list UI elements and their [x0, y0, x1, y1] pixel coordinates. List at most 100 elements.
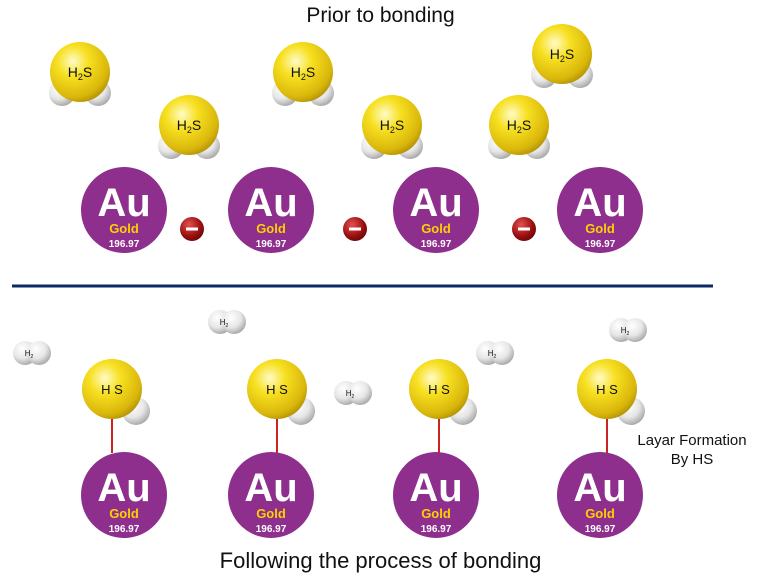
- h2s-molecule: H2S: [488, 95, 550, 159]
- minus-sign: [186, 227, 198, 231]
- h2s-label: H2S: [291, 64, 315, 82]
- sulfur-atom: [247, 359, 307, 419]
- gold-mass: 196.97: [109, 524, 140, 535]
- hs-molecule: H S: [577, 359, 645, 425]
- minus-charge-icon: [180, 217, 204, 241]
- gold-atom-disc: [228, 452, 314, 538]
- h2s-molecule: H2S: [272, 42, 334, 106]
- h2-label: H2: [220, 318, 229, 329]
- layer-formation-note: Layar Formation By HS: [622, 431, 761, 469]
- gold-mass: 196.97: [421, 524, 452, 535]
- h2s-molecule: H2S: [158, 95, 220, 159]
- h2-molecule: H2: [13, 341, 51, 365]
- layer-note-line2: By HS: [670, 451, 714, 468]
- h2s-molecules: H2S H2S H2S H2S H2S H2S: [49, 24, 593, 159]
- h2-label: H2: [488, 349, 497, 360]
- h2-molecule: H2: [609, 318, 647, 342]
- h2s-molecule: H2S: [531, 24, 593, 88]
- hydrogen-atom: [27, 341, 51, 365]
- hs-label: H S: [596, 382, 618, 397]
- minus-sign: [518, 227, 530, 231]
- gold-name: Gold: [109, 221, 139, 236]
- gold-symbol: Au: [573, 466, 626, 510]
- minus-charge-icon: [343, 217, 367, 241]
- hs-molecule: H S: [409, 359, 477, 425]
- minus-sign: [349, 227, 361, 231]
- h2-label: H2: [25, 349, 34, 360]
- gold-symbol: Au: [244, 466, 297, 510]
- h2-molecule: H2: [334, 381, 372, 405]
- gold-name: Gold: [585, 506, 615, 521]
- h2s-label: H2S: [550, 46, 574, 64]
- sulfur-atom: [273, 42, 333, 102]
- gold-name: Gold: [256, 221, 286, 236]
- gold-atom-disc: [393, 167, 479, 253]
- hydrogen-atom: [348, 381, 372, 405]
- gold-name: Gold: [256, 506, 286, 521]
- hs-molecule: H S: [247, 359, 315, 425]
- layer-note-line1: Layar Formation: [637, 432, 747, 449]
- h2-molecule: H2: [476, 341, 514, 365]
- h2-molecule: H2: [208, 310, 246, 334]
- gold-symbol: Au: [409, 181, 462, 225]
- sulfur-atom: [577, 359, 637, 419]
- gold-mass: 196.97: [421, 239, 452, 250]
- negative-charges: [180, 217, 536, 241]
- h2-label: H2: [346, 389, 355, 400]
- gold-symbol: Au: [244, 181, 297, 225]
- sulfur-atom: [50, 42, 110, 102]
- hydrogen-atom: [623, 318, 647, 342]
- gold-atom-disc: [557, 167, 643, 253]
- gold-atom-disc: [393, 452, 479, 538]
- h2s-molecule: H2S: [49, 42, 111, 106]
- sulfur-atom: [532, 24, 592, 84]
- gold-symbol: Au: [409, 466, 462, 510]
- hs-label: H S: [428, 382, 450, 397]
- gold-name: Gold: [109, 506, 139, 521]
- gold-mass: 196.97: [109, 239, 140, 250]
- gold-mass: 196.97: [256, 239, 287, 250]
- hs-label: H S: [101, 382, 123, 397]
- gold-mass: 196.97: [256, 524, 287, 535]
- gold-atom-disc: [557, 452, 643, 538]
- sulfur-atom: [82, 359, 142, 419]
- h2-label: H2: [621, 326, 630, 337]
- gold-mass: 196.97: [585, 239, 616, 250]
- hs-molecule: H S: [82, 359, 150, 425]
- h2s-label: H2S: [177, 117, 201, 135]
- gold-atom-disc: [228, 167, 314, 253]
- hs-label: H S: [266, 382, 288, 397]
- hydrogen-atom: [222, 310, 246, 334]
- hydrogen-atom: [490, 341, 514, 365]
- sulfur-atom: [362, 95, 422, 155]
- h2s-label: H2S: [380, 117, 404, 135]
- gold-name: Gold: [585, 221, 615, 236]
- h2s-label: H2S: [507, 117, 531, 135]
- gold-atom-disc: [81, 452, 167, 538]
- au-s-bonds: [111, 419, 608, 453]
- sulfur-atom: [489, 95, 549, 155]
- h2s-label: H2S: [68, 64, 92, 82]
- gold-symbol: Au: [97, 466, 150, 510]
- top-title: Prior to bonding: [306, 4, 455, 27]
- gold-symbol: Au: [97, 181, 150, 225]
- gold-mass: 196.97: [585, 524, 616, 535]
- bottom-title: Following the process of bonding: [219, 548, 542, 573]
- gold-symbol: Au: [573, 181, 626, 225]
- gold-atoms: AuGold196.97AuGold196.97AuGold196.97AuGo…: [81, 167, 643, 538]
- minus-charge-icon: [512, 217, 536, 241]
- gold-atom-disc: [81, 167, 167, 253]
- gold-name: Gold: [421, 506, 451, 521]
- gold-name: Gold: [421, 221, 451, 236]
